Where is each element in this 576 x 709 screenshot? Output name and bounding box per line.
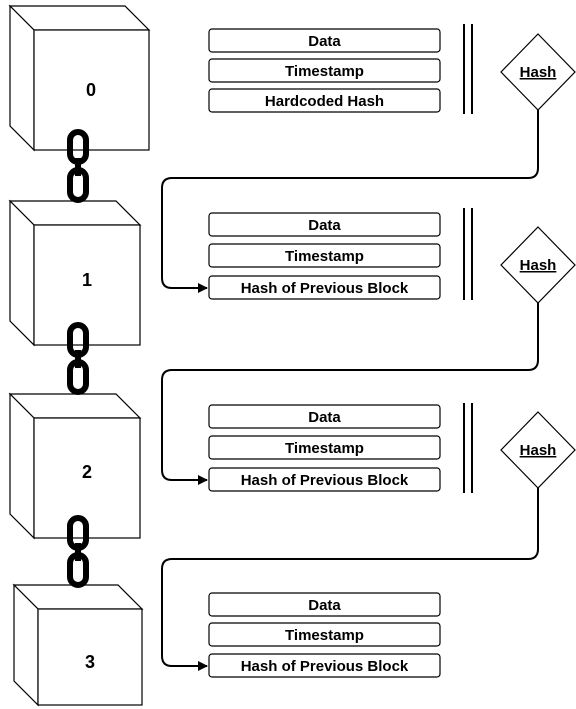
chain-link-icon — [67, 322, 89, 395]
block-cube-2: 2 — [8, 392, 142, 540]
hash-connector-arrow — [161, 110, 539, 293]
hash-diamond-0: Hash — [500, 33, 576, 111]
field-data: Data — [308, 409, 341, 426]
chain-link-icon — [67, 129, 89, 203]
field-hash: Hash of Previous Block — [241, 472, 409, 489]
field-stack-3: Data Timestamp Hash of Previous Block — [208, 592, 441, 678]
hash-label: Hash — [520, 442, 557, 459]
field-hash: Hash of Previous Block — [241, 280, 409, 297]
block-label: 0 — [86, 80, 96, 100]
field-timestamp: Timestamp — [285, 63, 364, 80]
field-stack-2: Data Timestamp Hash of Previous Block — [208, 404, 441, 492]
field-stack-1: Data Timestamp Hash of Previous Block — [208, 212, 441, 300]
block-label: 1 — [82, 270, 92, 290]
field-data: Data — [308, 597, 341, 614]
hash-label: Hash — [520, 257, 557, 274]
field-stack-0: Data Timestamp Hardcoded Hash — [208, 28, 441, 113]
block-label: 3 — [85, 652, 95, 672]
block-cube-0: 0 — [8, 4, 151, 152]
field-data: Data — [308, 217, 341, 234]
hash-diamond-2: Hash — [500, 411, 576, 489]
block-cube-1: 1 — [8, 199, 142, 347]
field-hash: Hardcoded Hash — [265, 93, 384, 110]
chain-link-icon — [67, 515, 89, 588]
field-timestamp: Timestamp — [285, 440, 364, 457]
hash-label: Hash — [520, 64, 557, 81]
hash-connector-arrow — [161, 488, 539, 671]
block-label: 2 — [82, 462, 92, 482]
field-timestamp: Timestamp — [285, 248, 364, 265]
field-data: Data — [308, 33, 341, 50]
field-timestamp: Timestamp — [285, 627, 364, 644]
field-hash: Hash of Previous Block — [241, 658, 409, 675]
hash-connector-arrow — [161, 303, 539, 485]
block-cube-3: 3 — [12, 583, 144, 707]
hash-diamond-1: Hash — [500, 226, 576, 304]
separator-bars — [463, 24, 473, 493]
